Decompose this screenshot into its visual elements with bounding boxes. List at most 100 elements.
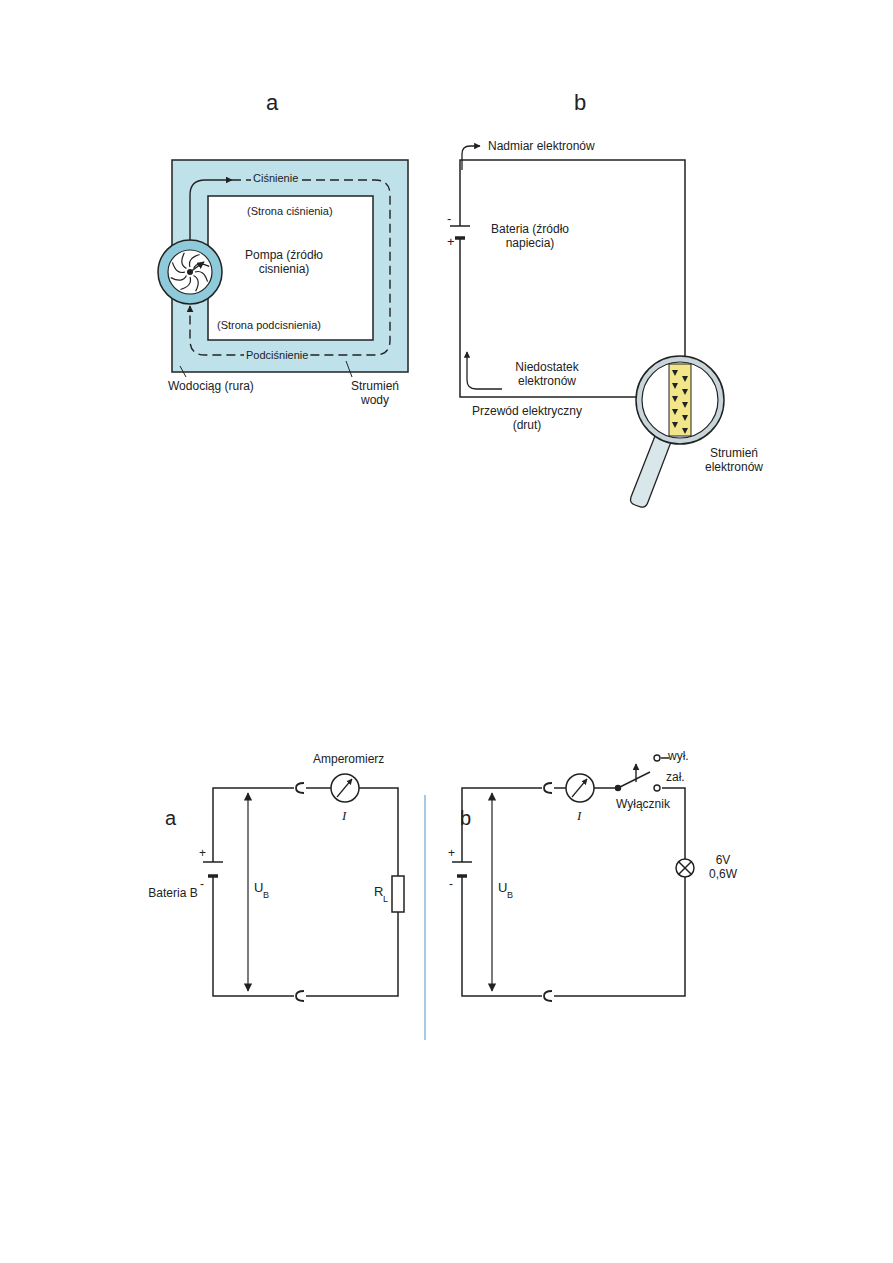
magnifier — [672, 409, 678, 415]
region-label: (Strona podcisnienia) — [217, 319, 321, 332]
electron-arrow — [467, 352, 502, 389]
pump-symbol — [182, 253, 187, 269]
electron-arrow — [462, 146, 480, 170]
wire — [462, 758, 685, 996]
magnifier — [682, 415, 688, 421]
magnifier — [682, 428, 688, 434]
ammeter-symbol — [337, 779, 352, 797]
pump-symbol — [168, 250, 212, 294]
part-label: Wodociąg (rura) — [168, 379, 254, 393]
figure-letter: a — [266, 90, 278, 116]
water-pipe — [172, 160, 408, 372]
wire — [213, 788, 398, 996]
polarity-sign: - — [200, 877, 204, 891]
current-symbol: I — [577, 808, 581, 824]
wire — [462, 788, 542, 862]
note-label: Niedostatek elektronów — [506, 360, 588, 389]
magnifier — [672, 370, 678, 376]
wire — [306, 787, 331, 789]
leader-line — [180, 361, 352, 377]
part-label: Amperomierz — [313, 752, 384, 766]
resistor-symbol — [392, 876, 404, 912]
flow-label: Podciśnienie — [244, 349, 310, 362]
voltage-arrow — [247, 793, 248, 991]
polarity-sign: - — [447, 211, 451, 227]
current-symbol: I — [342, 808, 346, 824]
magnifier — [672, 422, 678, 428]
voltage-symbol: U — [254, 880, 263, 896]
battery-symbol — [452, 861, 472, 863]
leader-line — [180, 366, 186, 377]
voltage-arrow — [491, 793, 492, 991]
switch-symbol — [618, 772, 650, 788]
separator-line — [425, 795, 426, 1040]
pump-symbol — [194, 276, 199, 292]
battery-symbol — [203, 861, 223, 863]
battery-symbol — [457, 874, 467, 878]
part-label: Przewód elektryczny (drut) — [463, 404, 591, 433]
magnifier — [672, 396, 678, 402]
part-label: Bateria B — [146, 886, 200, 900]
pump-symbol — [180, 277, 190, 290]
battery-symbol — [450, 225, 470, 227]
ammeter-symbol — [572, 779, 587, 797]
lamp-symbol — [676, 859, 694, 877]
voltage-subscript: B — [507, 890, 513, 901]
pump-symbol — [171, 276, 187, 281]
lamp-rating: 6V 0,6W — [701, 853, 745, 882]
wire — [462, 876, 542, 996]
wire — [460, 160, 685, 397]
lamp-symbol — [679, 862, 691, 874]
connector-jack — [296, 783, 304, 1001]
ammeter-symbol — [566, 774, 594, 802]
polarity-sign: + — [447, 234, 455, 250]
leader-line — [346, 361, 352, 377]
switch-symbol — [635, 764, 636, 782]
connector-jack — [296, 991, 304, 1001]
wire — [213, 876, 294, 996]
water-pipe — [172, 160, 408, 372]
pump-symbol — [171, 253, 209, 291]
polarity-sign: - — [449, 877, 453, 891]
flow-label: Ciśnienie — [251, 172, 300, 185]
magnifier — [631, 436, 672, 507]
battery-symbol — [452, 862, 472, 876]
water-pipe — [208, 196, 373, 340]
magnifier — [669, 364, 691, 436]
resistor-subscript: L — [383, 894, 388, 905]
part-label: Strumień wody — [344, 379, 406, 408]
part-label: Bateria (źródło napiecia) — [474, 222, 586, 251]
polarity-sign: + — [199, 846, 206, 860]
pump-symbol — [189, 254, 199, 267]
voltage-arrow — [248, 793, 249, 991]
magnifier — [672, 370, 688, 434]
magnifier — [682, 402, 688, 408]
lamp-symbol — [679, 862, 691, 874]
switch-position: wył. — [668, 749, 689, 763]
switch-symbol — [616, 755, 661, 791]
switch-symbol — [654, 755, 660, 761]
resistor-symbol-label: R — [374, 884, 383, 900]
wire — [594, 787, 616, 789]
switch-position: zał. — [666, 770, 685, 784]
magnifier — [682, 389, 688, 395]
pump-symbol — [158, 240, 222, 304]
connector-jack — [544, 783, 552, 793]
pump-symbol — [195, 271, 208, 281]
ammeter-symbol — [331, 774, 359, 802]
battery-symbol — [203, 862, 223, 876]
part-label: Wyłącznik — [616, 797, 670, 811]
battery-symbol — [208, 874, 218, 878]
switch-symbol — [654, 785, 660, 791]
connector-jack — [296, 783, 304, 793]
connector-jack — [544, 783, 552, 1001]
figure-letter: b — [460, 806, 471, 830]
connector-jack — [544, 991, 552, 1001]
magnifier — [682, 376, 688, 382]
ammeter-symbol — [331, 774, 359, 802]
ammeter-symbol — [566, 774, 594, 802]
separator-line — [424, 795, 426, 1040]
voltage-subscript: B — [263, 890, 269, 901]
wire — [661, 757, 669, 759]
